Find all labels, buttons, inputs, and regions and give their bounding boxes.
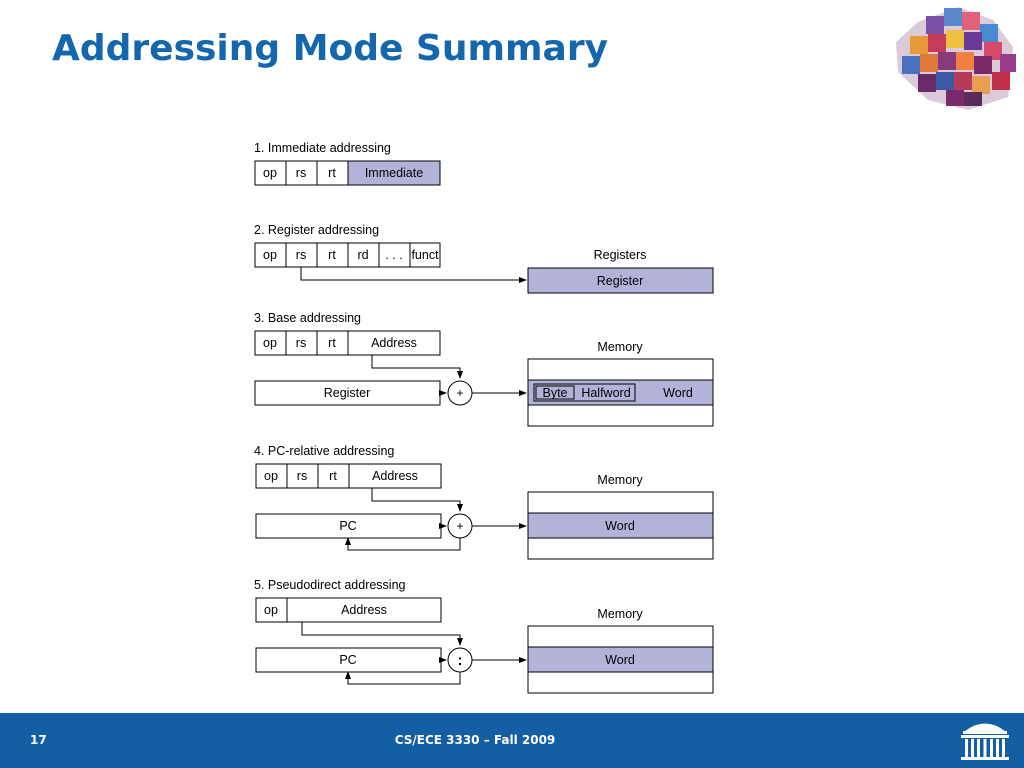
cube-logo-icon [896,7,1016,110]
mode1-instruction [254,160,441,186]
mode3-memory [527,358,714,427]
mode3-field-address: Address [371,336,417,350]
addressing-diagram: 1. Immediate addressing op rs rt Immedia… [254,141,714,694]
mode4-pc-update-arrow [345,537,461,551]
rotunda-icon [961,723,1009,760]
mode3-address-arrow [371,355,463,379]
mode3-field-rt: rt [328,336,336,350]
mode3-word: Word [663,386,693,400]
footer-bar: 17 CS/ECE 3330 – Fall 2009 [0,713,1024,768]
mode4-memory [527,491,714,560]
mode5-target-label: Memory [597,607,643,621]
mode1-field-rs: rs [296,166,306,180]
mode3-heading: 3. Base addressing [254,311,361,325]
mode4-target-label: Memory [597,473,643,487]
mode2-field-rs: rs [296,248,306,262]
mode5-address-arrow [301,622,463,646]
mode1-heading: 1. Immediate addressing [254,141,391,155]
mode3-field-rs: rs [296,336,306,350]
mode4-instruction [255,463,442,489]
mode2-field-rd: rd [357,248,368,262]
mode1-field-rt: rt [328,166,336,180]
mode2-register-text: Register [597,274,644,288]
mode4-word: Word [605,519,635,533]
mode4-operator: + [456,519,463,533]
mode4-pc-text: PC [339,519,356,533]
mode3-field-op: op [263,336,277,350]
mode5-heading: 5. Pseudodirect addressing [254,578,406,592]
mode5-pc-update-arrow [345,671,461,685]
mode3-target-label: Memory [597,340,643,354]
mode2-heading: 2. Register addressing [254,223,379,237]
mode5-instruction [255,597,442,623]
mode3-register-box [254,380,441,406]
mode2-field-rt: rt [328,248,336,262]
mode1-field-immediate: Immediate [365,166,423,180]
mode3-register-text: Register [324,386,371,400]
course-label: CS/ECE 3330 – Fall 2009 [394,733,556,747]
mode5-memory [527,625,714,694]
mode2-instruction [254,242,441,268]
mode2-register-cell [527,267,714,294]
mode5-field-address: Address [341,603,387,617]
mode4-heading: 4. PC-relative addressing [254,444,394,458]
mode3-instruction [254,330,441,356]
mode5-operator: : [458,652,463,669]
mode2-field-dots: . . . [385,248,402,262]
mode3-halfword: Halfword [581,386,630,400]
mode1-field-op: op [263,166,277,180]
mode2-arrow [300,267,527,283]
mode5-word: Word [605,653,635,667]
slide-title: Addressing Mode Summary [52,28,609,69]
mode3-operator: + [456,386,463,400]
mode3-byte: Byte [542,386,567,400]
mode2-field-op: op [263,248,277,262]
mode4-field-rt: rt [329,469,337,483]
mode4-field-address: Address [372,469,418,483]
mode5-field-op: op [264,603,278,617]
mode4-field-op: op [264,469,278,483]
mode4-field-rs: rs [297,469,307,483]
mode4-address-arrow [371,488,463,512]
page-number: 17 [30,733,47,747]
mode2-field-funct: funct [411,248,439,262]
mode2-target-label: Registers [594,248,647,262]
mode5-pc-text: PC [339,653,356,667]
